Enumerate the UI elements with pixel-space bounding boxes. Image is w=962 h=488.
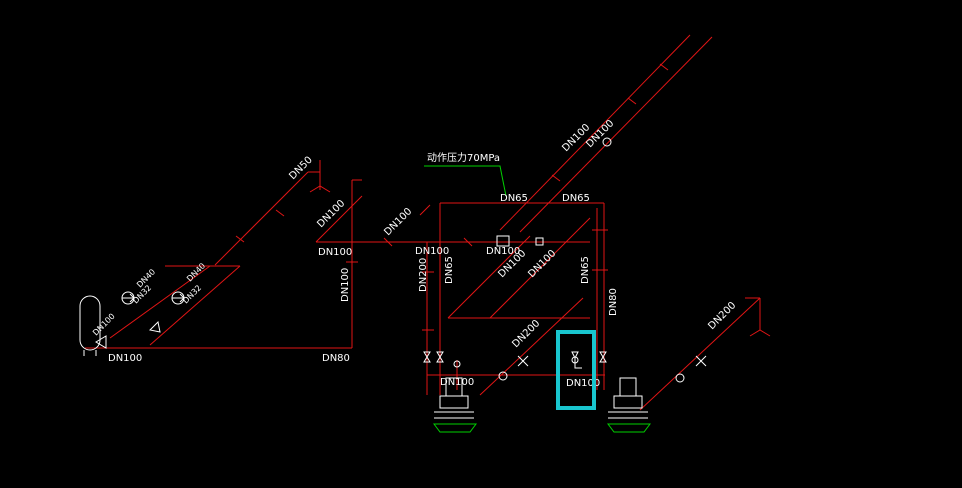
label-dn200-right: DN200 [706, 300, 738, 332]
label-dn100-tank: DN100 [91, 312, 117, 338]
fitting-mark [463, 237, 473, 247]
pipe-network [85, 34, 761, 411]
label-dn100-diag2: DN100 [526, 248, 558, 280]
gate-valve-icon [517, 355, 529, 367]
label-dn80-right: DN80 [608, 288, 619, 316]
label-dn65-top-right: DN65 [562, 193, 590, 204]
valves [95, 137, 707, 383]
label-dn100-vertical: DN100 [340, 268, 351, 302]
pressure-relief-valve-icon [496, 235, 510, 247]
label-dn65-valve: DN65 [444, 256, 455, 284]
pipe-suction-diag-right [639, 297, 761, 411]
label-dn200-suction: DN200 [510, 318, 542, 350]
pressure-note-leader [424, 165, 507, 197]
label-dn50-top: DN50 [287, 155, 315, 183]
gate-valve-icon [423, 351, 431, 363]
flexible-joint-icon [498, 371, 508, 381]
gate-valve-icon [599, 351, 607, 363]
pipe-suction-diag-left [479, 297, 584, 396]
pressure-tank-icon [79, 295, 101, 351]
fitting-mark [383, 237, 393, 247]
pump-bases [433, 423, 651, 433]
valve-box-icon [535, 237, 544, 246]
label-dn100-main: DN100 [318, 247, 352, 258]
highlighted-valve-icon [571, 351, 582, 369]
check-valve-icon [95, 335, 107, 349]
label-dn100-pump1: DN100 [440, 377, 474, 388]
outlet-head-icon [749, 329, 771, 337]
label-dn80-bottom: DN80 [322, 353, 350, 364]
fitting-mark [235, 235, 245, 243]
pressure-gauge-icon [453, 360, 461, 368]
label-dn40-b: DN40 [185, 261, 207, 283]
gate-valve-icon [436, 351, 444, 363]
small-pump-arrow [172, 293, 185, 303]
label-dn100-long2: DN100 [584, 118, 616, 150]
outlet-head-icon [309, 185, 331, 193]
pump-body-icon [613, 395, 643, 409]
pipe-mid-diag-2 [489, 217, 591, 319]
gate-valve-icon [695, 355, 707, 367]
label-dn32-b: DN32 [181, 283, 203, 305]
pump-right-vertical [608, 377, 648, 419]
outlets [309, 185, 771, 337]
pipe-mid-diag-4 [419, 204, 431, 216]
pipe-left-pump-diag-2 [149, 265, 241, 346]
label-dn65-vertical: DN65 [580, 256, 591, 284]
pipe-fittings [235, 63, 669, 331]
fitting-mark [551, 174, 561, 182]
pressure-tank [79, 295, 101, 356]
label-dn100-bottom-left: DN100 [108, 353, 142, 364]
pump-body-icon [439, 395, 469, 409]
small-pumps [121, 291, 185, 305]
pump-left-vertical [434, 377, 474, 419]
label-dn100-mid: DN100 [382, 206, 414, 238]
small-pump-arrow [122, 293, 135, 303]
pipe-left-pump-diag-1 [109, 265, 211, 339]
label-dn65-top: DN65 [500, 193, 528, 204]
check-valve-icon [148, 320, 161, 333]
pump-base-icon [433, 423, 477, 433]
label-pressure-note: 动作压力70MPa [427, 151, 500, 164]
pump-motor-icon [619, 377, 637, 397]
label-dn100-mid2: DN100 [415, 246, 449, 257]
pipe-diagonal-top-2 [519, 36, 713, 233]
fitting-mark [627, 97, 637, 105]
fitting-mark [659, 63, 669, 71]
pressure-gauge-icon [602, 137, 612, 147]
flexible-joint-icon [675, 373, 685, 383]
label-dn100-highlight: DN100 [566, 378, 600, 389]
label-dn100-diag3: DN100 [486, 246, 520, 257]
pipe-diagonal-dn50 [214, 171, 309, 266]
label-dn200-left-suction: DN200 [418, 258, 429, 292]
pipe-diagonal-top-1 [499, 34, 691, 231]
selection-box[interactable] [556, 330, 596, 410]
pipe-diagonal-left [315, 195, 363, 243]
fitting-mark [275, 209, 285, 217]
pipe-mid-diag-1 [447, 235, 531, 319]
pump-base-icon [607, 423, 651, 433]
label-dn100-left-riser: DN100 [315, 198, 347, 230]
